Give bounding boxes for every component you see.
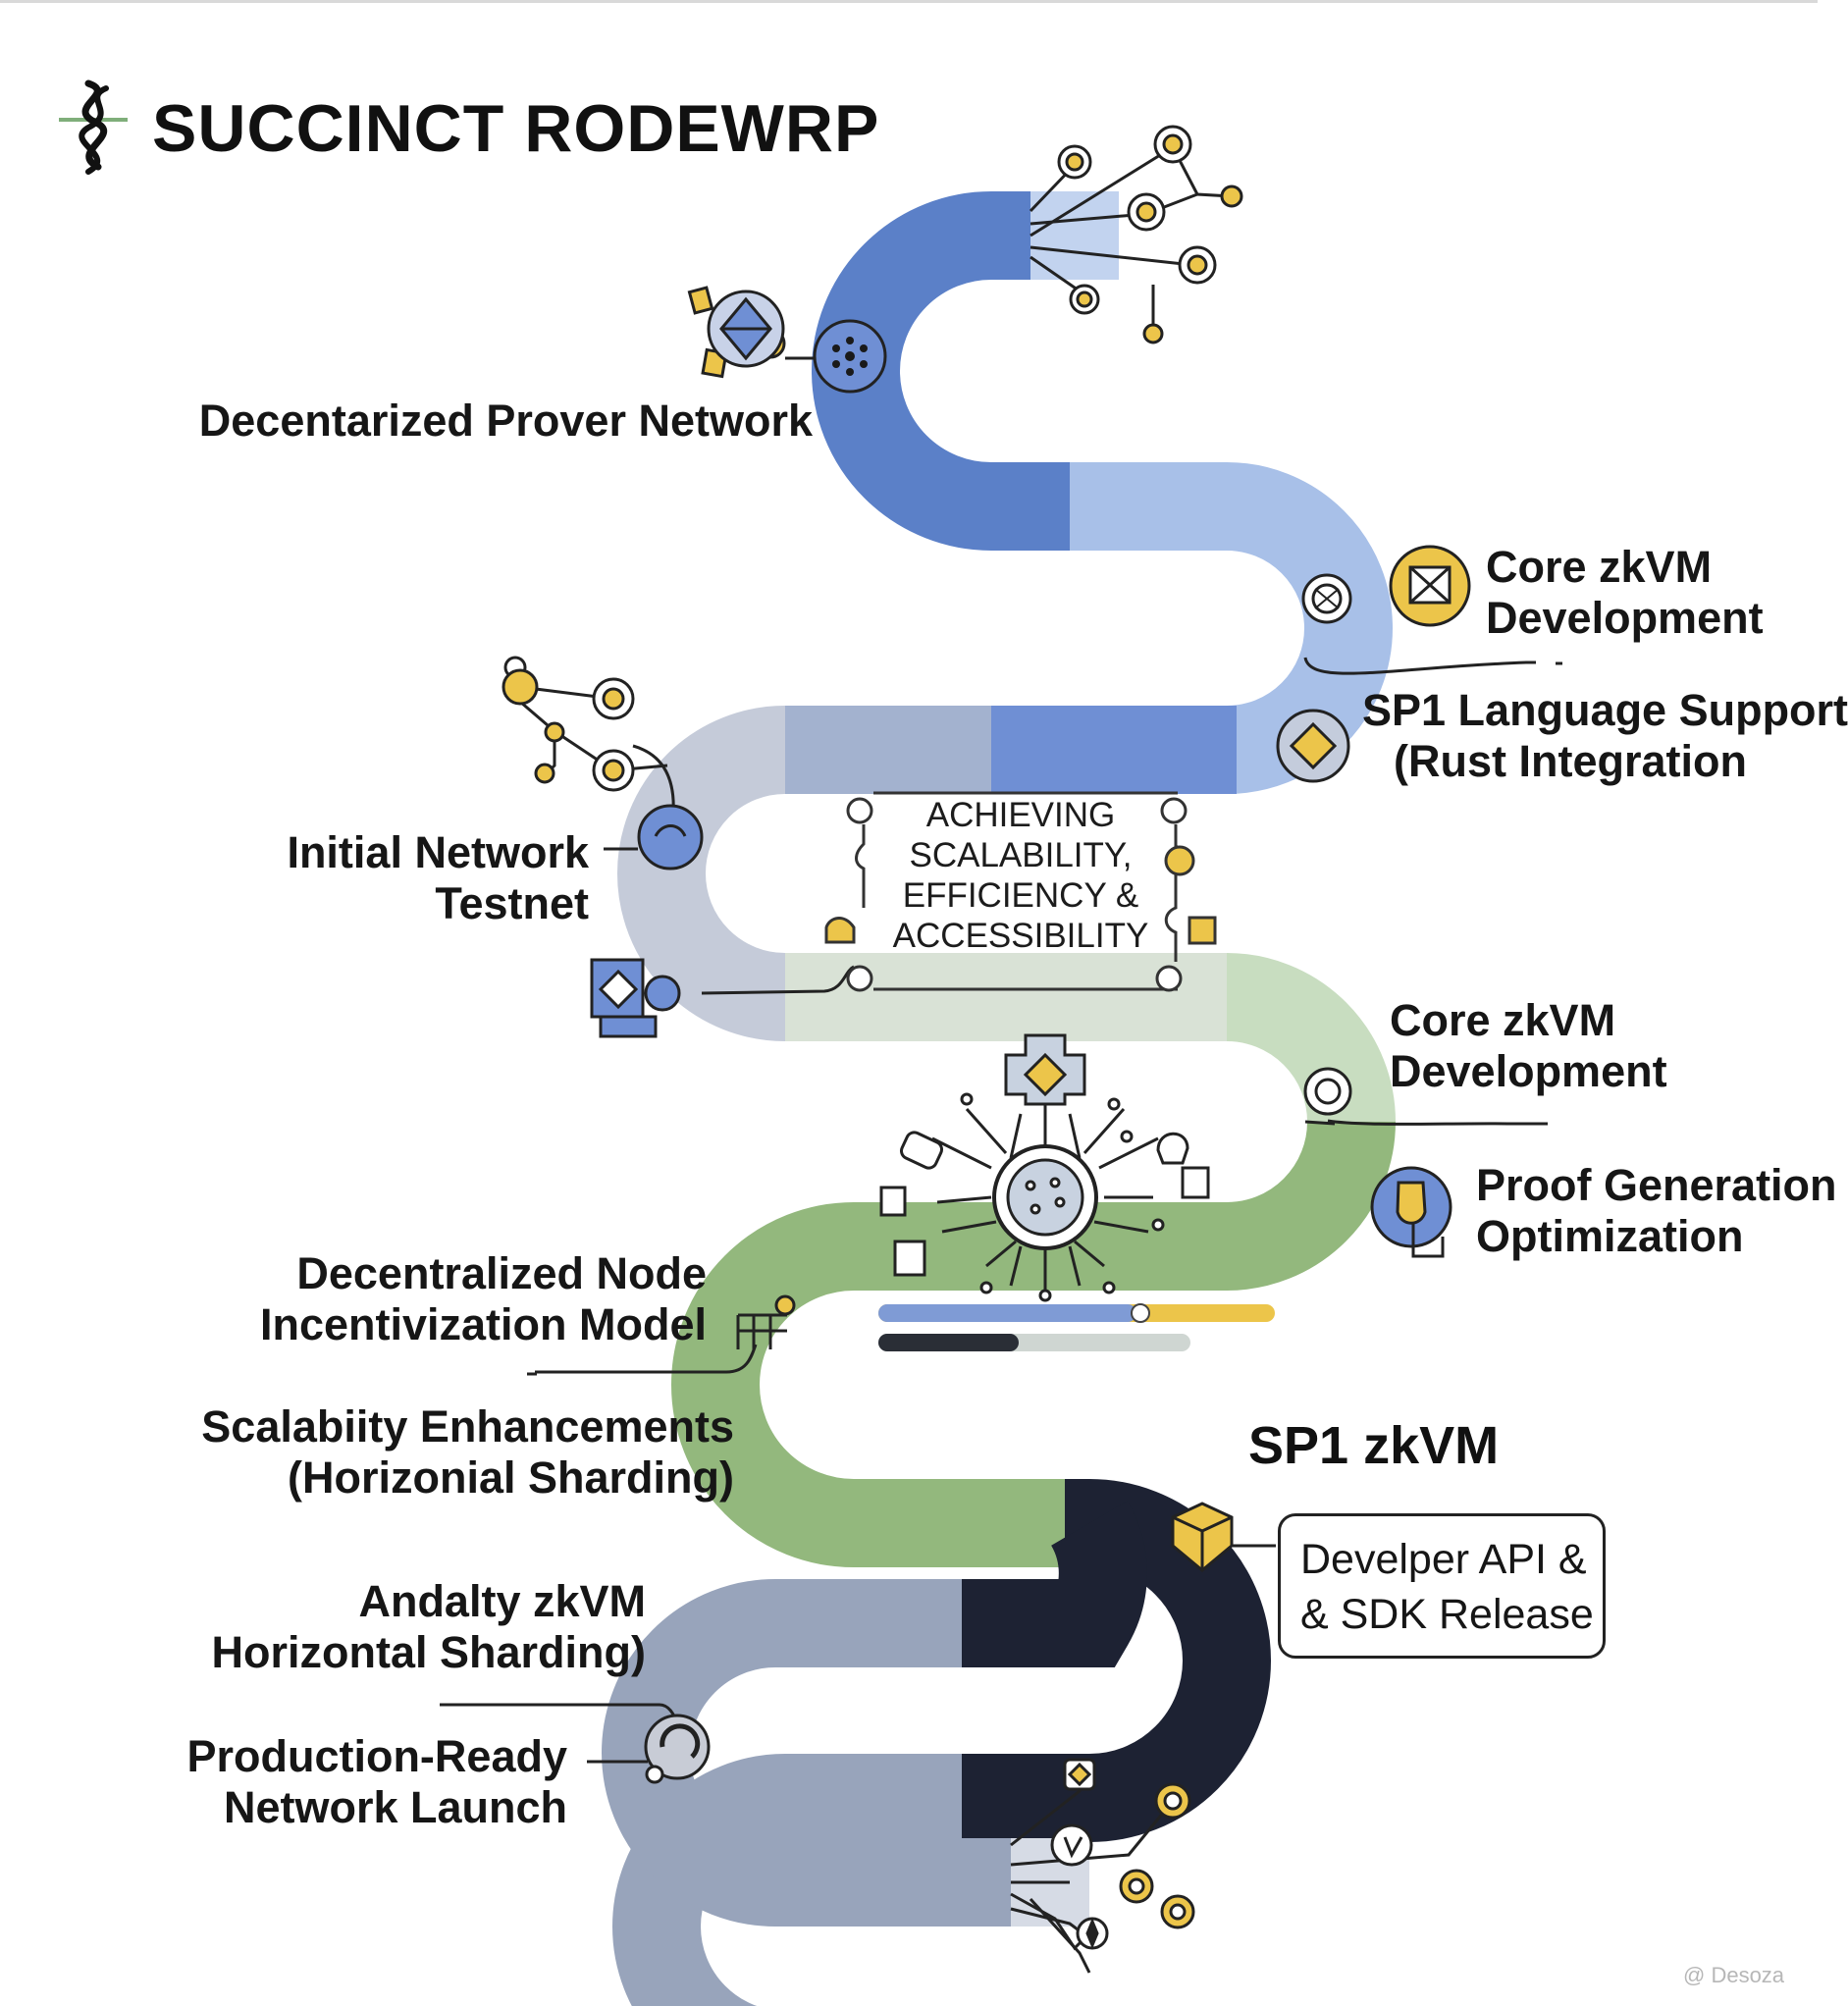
label-sp1-zkvm: SP1 zkVM	[1248, 1416, 1500, 1475]
top-border	[0, 0, 1818, 3]
road-segment-4	[617, 706, 787, 1041]
road-lower-arc	[602, 1579, 1011, 1927]
coin-icon	[687, 286, 786, 379]
network-nodes-icon	[1029, 125, 1243, 344]
progress-bar-top-fill	[878, 1304, 1136, 1322]
network-nodes-icon-testnet	[502, 656, 675, 825]
progress-bars	[878, 1303, 1275, 1351]
proof-chip-icon	[1370, 1166, 1452, 1258]
progress-bar-bottom-fill	[878, 1334, 1019, 1351]
road-segment-8	[671, 1202, 856, 1567]
label-production-launch: Production-Ready Network Launch	[186, 1731, 567, 1832]
label-core-zkvm-2: Core zkVM Development	[1390, 995, 1667, 1096]
label-sp1-language: SP1 Language Support (Rust Integration	[1362, 685, 1848, 786]
node-cluster-icon	[785, 319, 887, 394]
label-andalty: Andalty zkVM Horizontal Sharding)	[211, 1576, 647, 1677]
coin-icon-sp1	[1276, 709, 1350, 783]
center-goal: ACHIEVING SCALABILITY, EFFICIENCY & ACCE…	[892, 796, 1149, 955]
core-processor-icon	[879, 1033, 1210, 1302]
road-navy-lower	[962, 1501, 1147, 1667]
gear-icon	[1303, 1067, 1548, 1126]
chip-icon	[1301, 545, 1536, 675]
testnet-node-icon	[604, 804, 704, 871]
label-scalability: Scalabiity Enhancements (Horizonial Shar…	[201, 1401, 734, 1503]
document-icon	[590, 958, 855, 1038]
label-proof-generation: Proof Generation Optimization	[1476, 1160, 1837, 1261]
road-segment-10	[1087, 1479, 1271, 1842]
label-prover-network: Decentarized Prover Network	[198, 396, 813, 446]
helix-logo-icon	[59, 79, 128, 175]
network-nodes-icon-bottom	[1010, 1758, 1195, 1974]
watermark: @ Desoza	[1683, 1963, 1785, 1987]
center-goal-frame	[824, 791, 1217, 992]
developer-api-box: Develper API & & SDK Release	[1278, 1513, 1606, 1659]
label-core-zkvm-1: Core zkVM Development	[1486, 542, 1764, 643]
sharding-icon	[535, 1294, 796, 1374]
road-segment-6b	[1225, 1120, 1396, 1291]
label-initial-testnet: Initial Network Testnet	[287, 827, 589, 928]
package-icon	[1171, 1502, 1276, 1572]
leader-lines	[440, 661, 1562, 1707]
road-segment-12	[612, 1754, 787, 2006]
page-title: SUCCINCT RODEWRP	[152, 91, 880, 166]
launch-icon	[644, 1714, 711, 1784]
label-node-incentivization: Decentralized Node Incentivization Model	[259, 1248, 707, 1349]
